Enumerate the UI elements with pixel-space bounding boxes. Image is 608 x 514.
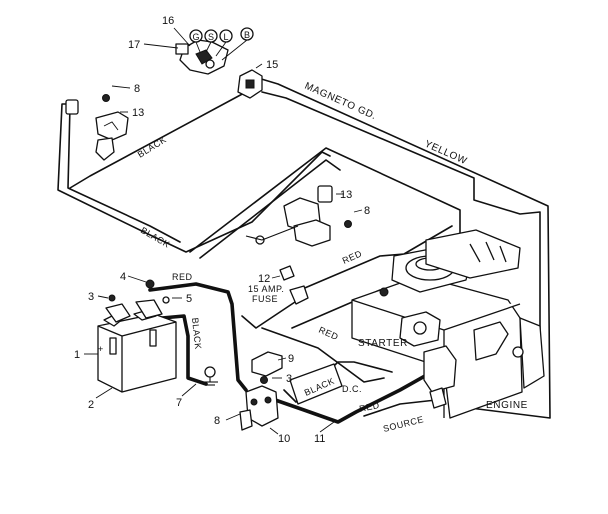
label-red-top: RED — [172, 272, 193, 282]
callout-16: 16 — [162, 15, 174, 27]
switch-terminal-l-marker: L — [219, 29, 233, 43]
callout-3-battery: 3 — [88, 291, 94, 303]
label-black-battery: BLACK — [190, 317, 203, 350]
dc-source-wire — [283, 361, 393, 403]
center-wire-a — [189, 147, 461, 253]
callout-15: 15 — [266, 59, 278, 71]
ignition-switch — [175, 39, 229, 75]
fuse-holder — [279, 265, 309, 305]
red-wire-mid — [241, 299, 299, 329]
callout-5: 5 — [186, 293, 192, 305]
callout-2: 2 — [88, 399, 94, 411]
callout-13-center: 13 — [340, 189, 352, 201]
label-red-source: RED — [358, 400, 380, 414]
solenoid-10 — [239, 385, 279, 431]
terminal-g-label: G — [192, 32, 199, 42]
label-fuse-line2: FUSE — [252, 294, 278, 304]
callout-7: 7 — [176, 397, 182, 409]
label-red-right: RED — [317, 325, 340, 342]
black-wire-left-loop — [57, 103, 331, 253]
callout-9: 9 — [288, 353, 294, 365]
label-source: SOURCE — [382, 414, 425, 434]
label-black-upper: BLACK — [136, 134, 168, 159]
label-fuse: 15 AMP. FUSE — [248, 284, 287, 304]
battery-bolt-3 — [108, 294, 116, 302]
label-engine: ENGINE — [486, 400, 528, 411]
label-starter: STARTER — [358, 338, 408, 349]
callout-8-top: 8 — [134, 83, 140, 95]
connector-15 — [237, 69, 263, 99]
seat-switch-13 — [95, 94, 129, 161]
battery-positive-cable — [148, 282, 248, 392]
left-plug — [65, 99, 79, 115]
label-fuse-line1: 15 AMP. — [248, 284, 284, 294]
yellow-wire — [261, 91, 541, 331]
callout-12: 12 — [258, 273, 270, 285]
callout-10: 10 — [278, 433, 290, 445]
magneto-ground-wire — [257, 77, 551, 419]
callout-1: 1 — [74, 349, 80, 361]
label-magneto-gd: MAGNETO GD. — [303, 81, 378, 123]
center-switch-13 — [245, 185, 352, 247]
callout-13-left: 13 — [132, 107, 144, 119]
relay-9 — [251, 351, 283, 377]
switch-terminal-s-marker: S — [204, 29, 218, 43]
terminal-b-label: B — [244, 30, 250, 40]
callout-8-center: 8 — [364, 205, 370, 217]
solenoid-plate — [289, 363, 343, 405]
terminal-l-label: L — [223, 32, 228, 42]
switch-terminal-g-marker: G — [189, 29, 203, 43]
black-wire-upper — [69, 91, 247, 189]
black-wire-left-loop-b — [67, 105, 181, 243]
callout-11: 11 — [314, 433, 325, 445]
label-red-mid: RED — [341, 248, 364, 265]
callout-17: 17 — [128, 39, 140, 51]
starter-cable — [256, 370, 434, 424]
ground-symbol — [202, 366, 218, 386]
callout-3-relay: 3 — [286, 373, 292, 385]
callout-4: 4 — [120, 271, 126, 283]
relay-bolt-3 — [260, 376, 268, 384]
switch-terminal-b-marker: B — [240, 27, 254, 41]
battery: + — [97, 299, 177, 393]
terminal-s-label: S — [208, 32, 214, 42]
engine — [351, 229, 545, 419]
battery-bolt-5 — [162, 296, 170, 304]
red-wire-solenoid — [261, 327, 385, 383]
callout-8-bottom: 8 — [214, 415, 220, 427]
center-wire-b — [199, 159, 341, 259]
label-dc: D.C. — [342, 384, 362, 394]
battery-negative-cable — [160, 314, 208, 386]
battery-plus-mark: + — [98, 344, 103, 354]
source-wire-b — [363, 399, 437, 417]
battery-clamp-4 — [145, 279, 155, 289]
